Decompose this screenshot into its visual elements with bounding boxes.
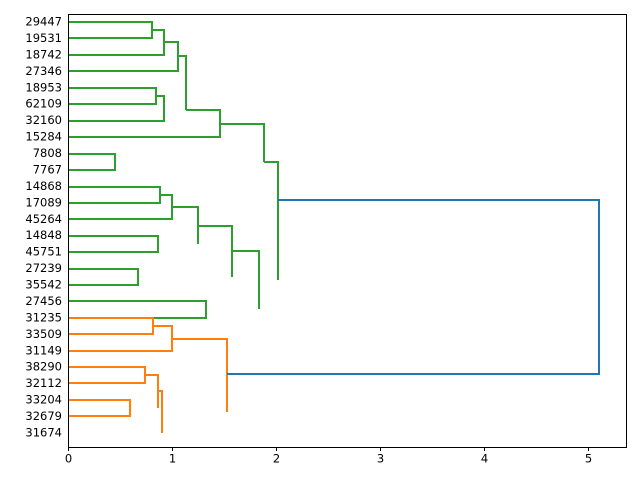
dendrogram-link-orange <box>68 399 131 417</box>
dendrogram-link-orange <box>145 374 159 408</box>
leaf-label: 31235 <box>25 310 62 324</box>
leaf-label: 32112 <box>25 376 62 390</box>
leaf-label: 32160 <box>25 113 62 127</box>
leaf-label: 38290 <box>25 360 62 374</box>
leaf-label: 27239 <box>25 261 62 275</box>
dendrogram-link-green <box>68 41 179 72</box>
x-tick-label: 3 <box>377 451 384 465</box>
x-tick-label: 5 <box>585 451 592 465</box>
dendrogram-link-green <box>68 300 207 319</box>
dendrogram-link-green <box>68 21 153 39</box>
dendrogram-link-green <box>232 250 260 309</box>
x-tick-label: 0 <box>65 451 72 465</box>
leaf-label: 17089 <box>25 195 62 209</box>
leaf-label: 18742 <box>25 47 62 61</box>
dendrogram-link-green <box>68 29 165 56</box>
dendrogram-link-orange <box>158 390 163 433</box>
dendrogram-link-green <box>68 95 165 122</box>
leaf-label: 18953 <box>25 80 62 94</box>
leaf-label-group: 29447 19531 18742 27346 18953 62109 32160 15284… <box>25 15 62 440</box>
leaf-label: 14868 <box>25 179 62 193</box>
dendrogram-links-group <box>68 21 600 433</box>
dendrogram-link-green <box>68 186 161 204</box>
dendrogram-link-green <box>68 194 173 220</box>
leaf-label: 32679 <box>25 409 62 423</box>
dendrogram-link-green <box>68 87 157 105</box>
dendrogram-link-green <box>198 225 233 277</box>
dendrogram-link-orange <box>68 366 146 384</box>
leaf-label: 7767 <box>33 162 62 176</box>
x-tick-label: 2 <box>273 451 280 465</box>
leaf-label: 31149 <box>25 343 62 357</box>
dendrogram-link-root <box>227 199 600 375</box>
leaf-label: 45264 <box>25 212 62 226</box>
dendrogram-link-green <box>172 206 199 244</box>
axes-frame <box>67 13 628 449</box>
leaf-label: 31674 <box>25 426 62 440</box>
leaf-label: 33509 <box>25 327 62 341</box>
leaf-label: 27456 <box>25 294 62 308</box>
dendrogram-link-orange <box>68 325 173 352</box>
x-tick-label: 4 <box>481 451 488 465</box>
leaf-label: 35542 <box>25 278 62 292</box>
dendrogram-link-orange <box>172 338 228 412</box>
dendrogram-link-orange <box>68 317 154 335</box>
dendrogram-link-green <box>68 235 159 253</box>
leaf-label: 7808 <box>33 146 62 160</box>
leaf-label: 15284 <box>25 130 62 144</box>
leaf-label: 27346 <box>25 64 62 78</box>
dendrogram-link-green <box>220 123 265 162</box>
dendrogram-link-green <box>68 268 139 286</box>
x-tick-label: 1 <box>169 451 176 465</box>
dendrogram-link-green <box>68 153 116 171</box>
leaf-label: 14848 <box>25 228 62 242</box>
leaf-label: 45751 <box>25 245 62 259</box>
dendrogram-link-green <box>68 109 221 138</box>
leaf-label: 19531 <box>25 31 62 45</box>
dendrogram-link-green <box>264 161 279 280</box>
leaf-label: 62109 <box>25 97 62 111</box>
leaf-label: 29447 <box>25 15 62 29</box>
leaf-label: 33204 <box>25 393 62 407</box>
plot-axes <box>67 13 628 449</box>
dendrogram-link-green <box>178 55 187 110</box>
x-axis-ticks: 0 1 2 3 4 5 <box>65 447 592 465</box>
